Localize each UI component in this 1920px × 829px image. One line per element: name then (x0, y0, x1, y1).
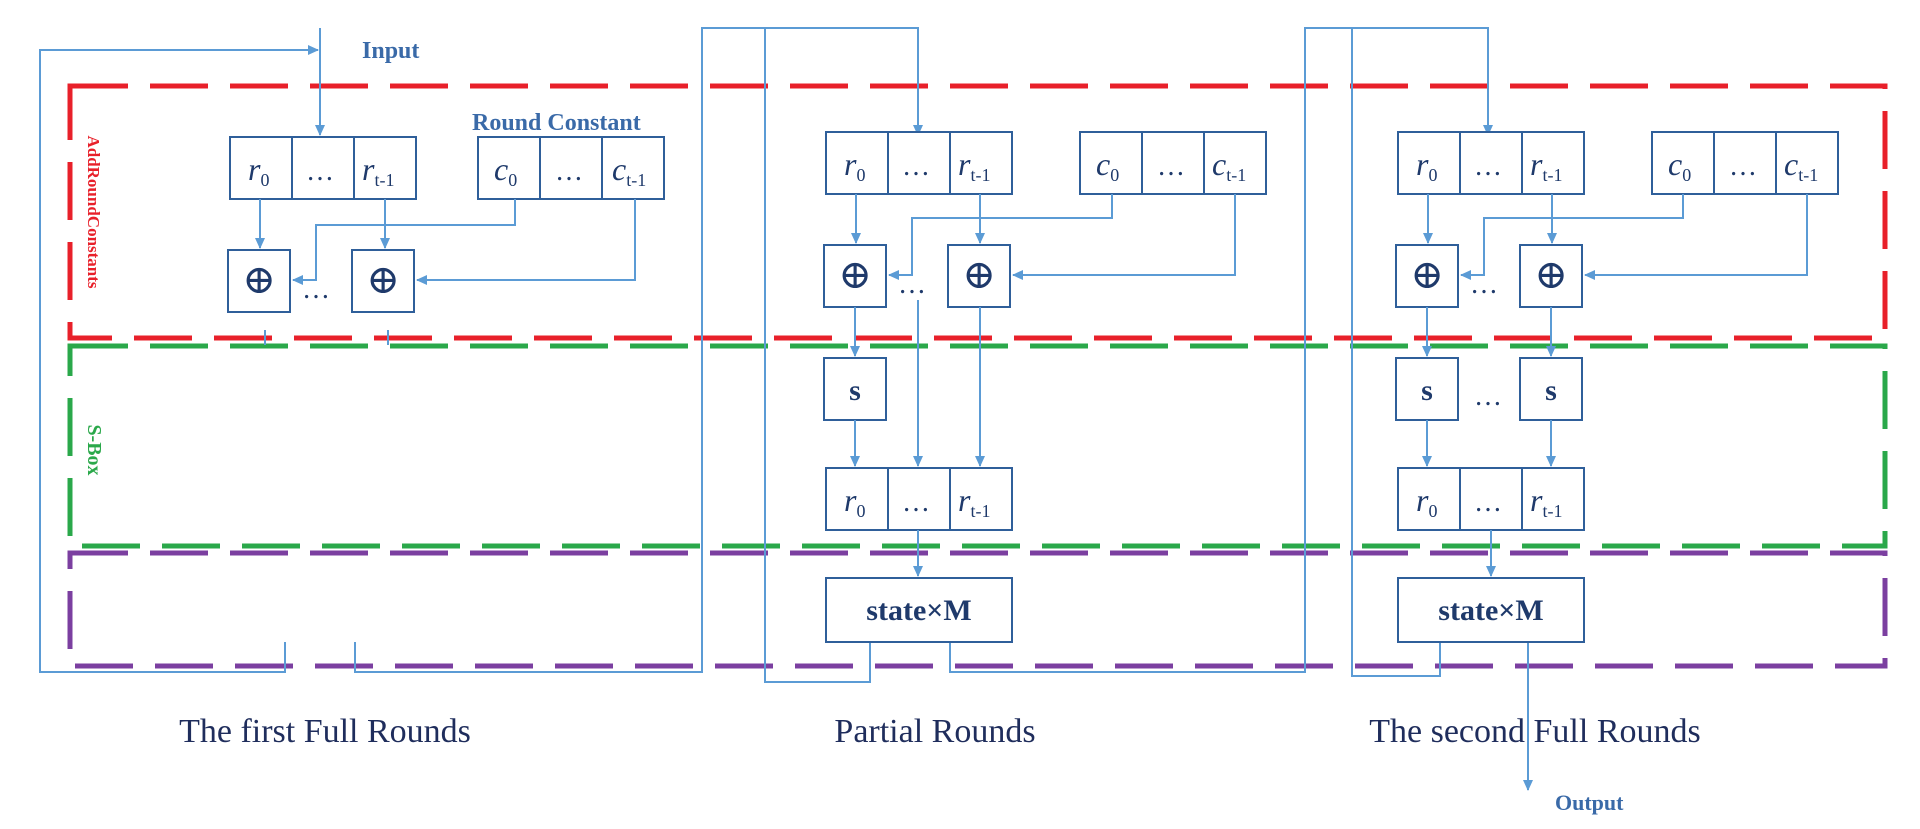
partial-output-wire (949, 27, 1493, 673)
addroundconstants-region (67, 83, 1888, 341)
svg-text:s: s (1421, 374, 1433, 407)
caption-partial-rounds: Partial Rounds (834, 713, 1035, 750)
second-full-rounds: r0 … rt-1 c0 … ct-1 ⊕ ⊕ … s s … r0 … rt-… (1395, 131, 1839, 643)
svg-text:c0: c0 (1096, 146, 1119, 185)
svg-text:…: … (1474, 487, 1502, 518)
svg-text:⊕: ⊕ (1534, 252, 1568, 297)
svg-text:ct-1: ct-1 (612, 151, 646, 190)
svg-text:…: … (1474, 151, 1502, 182)
svg-text:ct-1: ct-1 (1212, 146, 1246, 185)
svg-text:⊕: ⊕ (242, 257, 276, 302)
caption-first-full-rounds: The first Full Rounds (179, 713, 471, 750)
svg-text:r0: r0 (248, 151, 269, 190)
first-output-wire-left (39, 45, 319, 673)
svg-text:rt-1: rt-1 (958, 482, 990, 521)
svg-text:⊕: ⊕ (366, 257, 400, 302)
svg-text:rt-1: rt-1 (1530, 146, 1562, 185)
sbox-region (67, 343, 1888, 549)
addroundconstants-label: AddRoundConstants (84, 135, 103, 288)
svg-text:⊕: ⊕ (962, 252, 996, 297)
svg-text:c0: c0 (1668, 146, 1691, 185)
caption-second-full-rounds: The second Full Rounds (1369, 713, 1700, 750)
output-label: Output (1555, 790, 1624, 815)
svg-text:r0: r0 (1416, 482, 1437, 521)
first-output-wire-right (354, 27, 923, 673)
svg-text:⊕: ⊕ (838, 252, 872, 297)
svg-text:ct-1: ct-1 (1784, 146, 1818, 185)
sbox-label: S-Box (83, 424, 105, 475)
svg-text:state×M: state×M (866, 594, 971, 627)
input-label: Input (362, 38, 419, 64)
svg-text:…: … (306, 156, 334, 187)
partial-rounds: r0 … rt-1 c0 … ct-1 ⊕ ⊕ … s r0 … rt-1 st… (823, 131, 1267, 643)
svg-text:r0: r0 (844, 146, 865, 185)
second-loop-wire (1305, 27, 1441, 677)
svg-text:…: … (902, 151, 930, 182)
svg-text:rt-1: rt-1 (362, 151, 394, 190)
round-constant-label: Round Constant (472, 110, 641, 136)
svg-text:r0: r0 (844, 482, 865, 521)
mixlayer-region (67, 550, 1888, 669)
svg-text:c0: c0 (494, 151, 517, 190)
svg-text:rt-1: rt-1 (958, 146, 990, 185)
svg-text:…: … (902, 487, 930, 518)
svg-text:rt-1: rt-1 (1530, 482, 1562, 521)
svg-text:⊕: ⊕ (1410, 252, 1444, 297)
svg-text:…: … (1729, 151, 1757, 182)
svg-text:…: … (555, 156, 583, 187)
svg-text:r0: r0 (1416, 146, 1437, 185)
svg-text:s: s (849, 374, 861, 407)
svg-text:s: s (1545, 374, 1557, 407)
svg-text:…: … (1474, 381, 1502, 412)
partial-loop-wire (702, 27, 871, 683)
svg-text:state×M: state×M (1438, 594, 1543, 627)
svg-text:…: … (1157, 151, 1185, 182)
first-full-rounds: r0 … rt-1 c0 … ct-1 ⊕ ⊕ … (227, 136, 665, 313)
